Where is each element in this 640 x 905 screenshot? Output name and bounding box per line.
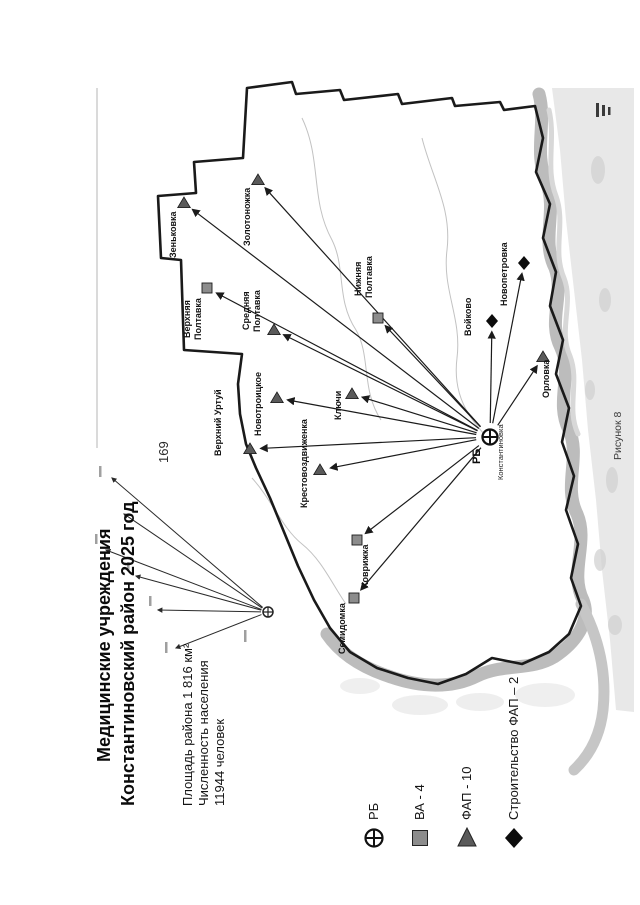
va-square-marker	[372, 312, 384, 324]
china-side-area	[552, 88, 634, 712]
legend-label-va: ВА - 4	[412, 784, 427, 820]
settlement-label: Войково	[463, 297, 473, 336]
settlement-label: Ключи	[333, 391, 343, 420]
settlement-label: Новотроицкое	[253, 372, 263, 436]
route-arrow	[364, 445, 480, 535]
settlement-label: Средняя	[241, 291, 251, 330]
route-arrow	[259, 437, 477, 453]
legend-symbol-triangle-icon	[457, 826, 477, 847]
va-square-marker	[201, 282, 213, 294]
page-title-line-1: Медицинские учреждения	[94, 529, 114, 762]
callout-line	[111, 477, 264, 608]
fap-triangle-marker	[176, 196, 192, 209]
rb-hospital-marker	[481, 428, 499, 446]
route-arrow	[191, 208, 480, 429]
district-boundary	[156, 80, 583, 686]
callout-line	[174, 614, 262, 649]
population-label-text: Численность населения	[196, 660, 211, 806]
route-arrow	[360, 447, 482, 591]
callout-line	[104, 549, 262, 610]
settlement-label: Зеньковка	[168, 210, 178, 258]
illegible-text-marks	[95, 466, 247, 653]
route-arrow	[329, 439, 477, 471]
fap-triangle-marker	[250, 173, 266, 186]
legend-label-fap: ФАП - 10	[459, 767, 474, 820]
illegible-dark-mark	[596, 103, 611, 117]
va-square-marker	[348, 592, 360, 604]
callout-line	[156, 607, 262, 613]
settlement-label: Полтавка	[193, 297, 203, 340]
settlement-label: Золотоножка	[242, 187, 252, 246]
settlement-label: Семидомка	[337, 602, 347, 654]
callout-line	[123, 513, 263, 609]
fap-triangle-marker	[242, 442, 258, 455]
route-arrow	[264, 186, 482, 428]
settlement-label: Полтавка	[252, 289, 262, 332]
fap-triangle-marker	[269, 391, 285, 404]
hospital-town-label: Константиновка	[496, 424, 505, 480]
settlement-label: Новопетровка	[499, 241, 509, 306]
population-value-text: 11944 человек	[212, 719, 227, 806]
china-terrain-blobs	[585, 156, 622, 635]
route-arrow	[286, 397, 477, 436]
route-arrow	[384, 324, 481, 428]
route-arrow	[360, 395, 477, 434]
figure-caption: Рисунок 8	[612, 411, 624, 460]
legend-label-fap-construction: Строительство ФАП – 2	[506, 677, 521, 820]
amur-river-branch	[568, 598, 610, 776]
settlement-label: Орловка	[541, 359, 551, 398]
settlement-label: Коврижка	[360, 544, 370, 588]
settlement-label: Верхняя	[182, 300, 192, 338]
district-area-text: Площадь района 1 816 км²	[180, 643, 195, 806]
legend-symbol-square-icon	[412, 830, 428, 846]
fap-construction-diamond-marker	[518, 256, 530, 270]
fap-triangle-marker	[344, 387, 360, 400]
legend-label-rb: РБ	[366, 803, 381, 820]
amur-river	[320, 87, 592, 692]
settlement-label: Верхний Уртуй	[213, 389, 223, 456]
page-title-line-2: Константиновский район 2025 год	[118, 501, 138, 806]
route-arrow	[282, 334, 478, 432]
callout-fan	[104, 477, 274, 649]
page-number: 169	[156, 441, 171, 463]
route-arrow	[497, 364, 538, 426]
settlement-label: Нижняя	[353, 262, 363, 296]
route-arrow	[492, 272, 525, 424]
legend: РБ ВА - 4 ФАП - 10 Строительство ФАП – 2	[364, 677, 523, 848]
route-arrow	[215, 292, 478, 432]
legend-symbol-diamond-icon	[505, 828, 523, 848]
legend-symbol-rb-icon	[364, 828, 384, 848]
fap-triangle-marker	[535, 350, 551, 363]
settlement-label: Крестовоздвиженка	[299, 418, 309, 508]
fap-construction-diamond-marker	[486, 314, 498, 328]
va-square-marker	[351, 534, 363, 546]
lowland-terrain-blobs	[340, 678, 575, 715]
callout-line	[134, 574, 262, 611]
rb-label: РБ	[471, 449, 483, 464]
river-braid-channel	[546, 107, 581, 437]
fap-triangle-marker	[266, 323, 282, 336]
route-arrow	[487, 330, 496, 424]
fap-triangle-marker	[312, 463, 328, 476]
settlement-label: Полтавка	[364, 255, 374, 298]
